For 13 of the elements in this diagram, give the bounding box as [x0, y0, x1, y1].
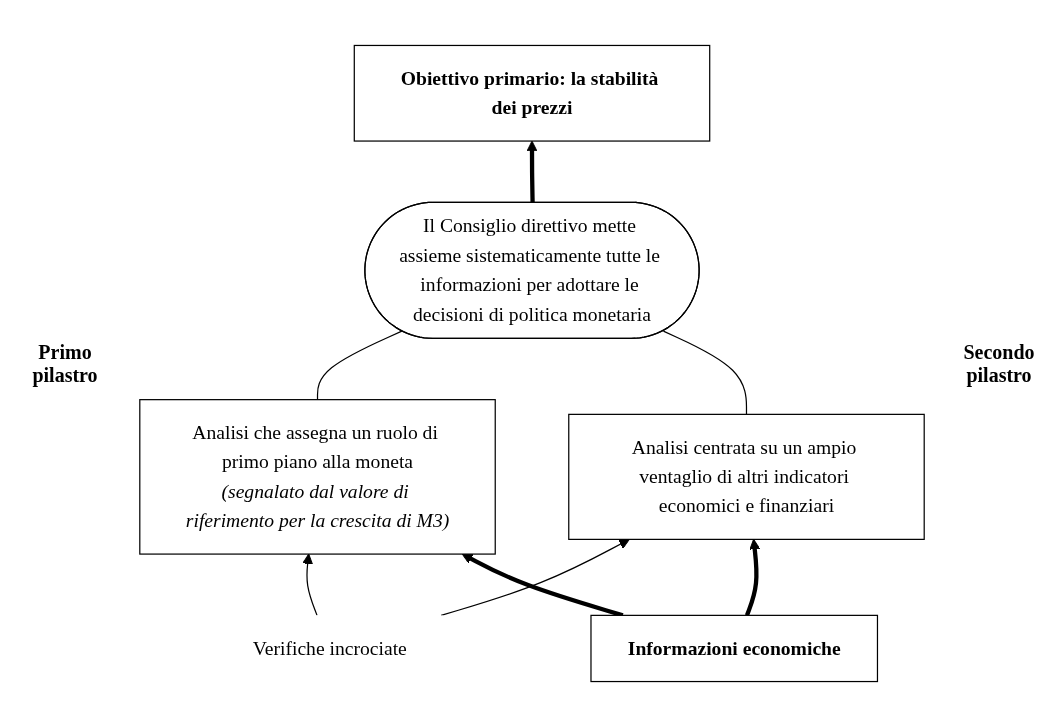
- node-box: Informazioni economiche: [590, 614, 879, 683]
- arrow: [526, 140, 538, 203]
- node-box: Obiettivo primario: la stabilità dei prezzi: [353, 44, 711, 142]
- node-box: Analisi centrata su un ampio ventaglio di altri indicatori economici e finanziari: [568, 413, 925, 540]
- pillar-label: Primo pilastro: [31, 340, 99, 387]
- connector: [662, 330, 748, 415]
- arrow: [302, 553, 318, 616]
- arrow: [440, 538, 630, 616]
- arrow: [744, 538, 761, 617]
- pillar-label: Secondo pilastro: [962, 340, 1036, 387]
- node-box: Analisi che assegna un ruolo di primo piano alla moneta (segnalato dal valore di riferimento per la crescita di M3): [139, 399, 496, 555]
- node-text: Verifiche incrociate: [252, 637, 407, 659]
- connector: [316, 330, 403, 401]
